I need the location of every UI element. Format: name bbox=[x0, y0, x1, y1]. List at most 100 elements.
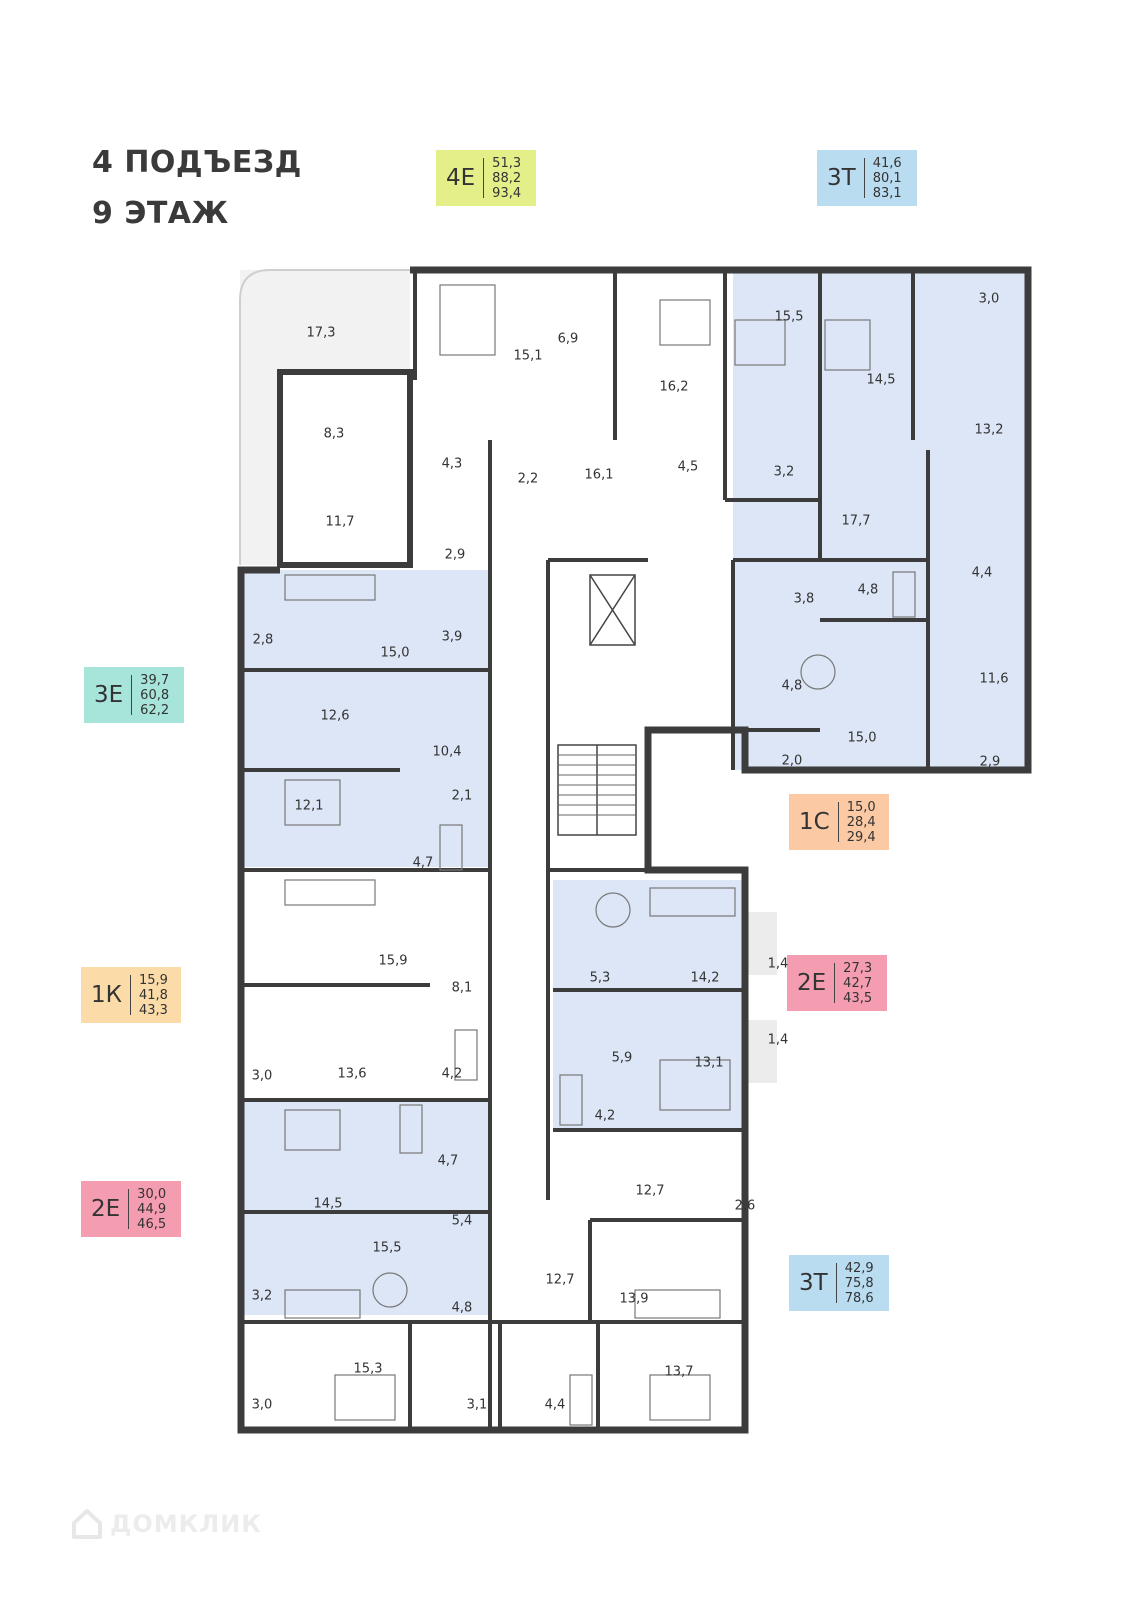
stairwell bbox=[557, 574, 637, 836]
total-area: 80,1 bbox=[872, 170, 902, 186]
living-area: 15,9 bbox=[138, 972, 168, 988]
room-area: 3,8 bbox=[793, 591, 815, 607]
room-area: 1,4 bbox=[767, 1032, 789, 1048]
total-area-with-balcony: 62,2 bbox=[140, 702, 170, 718]
room-area: 13,7 bbox=[664, 1364, 694, 1380]
room-area: 2,2 bbox=[517, 471, 539, 487]
room-area: 3,9 bbox=[441, 629, 463, 645]
room-area: 15,9 bbox=[378, 953, 408, 969]
loggias bbox=[240, 270, 777, 1083]
room-area: 15,3 bbox=[353, 1361, 383, 1377]
room-area: 11,7 bbox=[325, 514, 355, 530]
total-area-with-balcony: 93,4 bbox=[492, 185, 522, 201]
room-area: 13,1 bbox=[694, 1055, 724, 1071]
living-area: 42,9 bbox=[844, 1260, 874, 1276]
room-area: 2,1 bbox=[451, 788, 473, 804]
room-area: 5,4 bbox=[451, 1213, 473, 1229]
total-area-with-balcony: 83,1 bbox=[872, 185, 902, 201]
furniture bbox=[284, 284, 916, 1426]
room-area: 2,9 bbox=[979, 754, 1001, 770]
house-logo-icon bbox=[72, 1509, 102, 1539]
room-area: 4,7 bbox=[412, 855, 434, 871]
total-area: 60,8 bbox=[140, 687, 170, 703]
highlighted-apartments bbox=[241, 270, 1028, 1315]
total-area: 41,8 bbox=[138, 987, 168, 1003]
room-area: 15,5 bbox=[372, 1240, 402, 1256]
room-area: 5,9 bbox=[611, 1050, 633, 1066]
room-area: 15,5 bbox=[774, 309, 804, 325]
total-area-with-balcony: 78,6 bbox=[844, 1290, 874, 1306]
watermark-text: ДОМКЛИК bbox=[110, 1510, 262, 1538]
room-area: 6,9 bbox=[557, 331, 579, 347]
room-area: 14,5 bbox=[866, 372, 896, 388]
room-area: 3,0 bbox=[251, 1397, 273, 1413]
room-area: 3,2 bbox=[773, 464, 795, 480]
room-area: 16,2 bbox=[659, 379, 689, 395]
living-area: 27,3 bbox=[843, 960, 873, 976]
room-area: 4,7 bbox=[437, 1153, 459, 1169]
room-area: 4,2 bbox=[441, 1066, 463, 1082]
room-area: 12,7 bbox=[545, 1272, 575, 1288]
room-area: 13,9 bbox=[619, 1291, 649, 1307]
room-area: 17,3 bbox=[306, 325, 336, 341]
total-area: 28,4 bbox=[846, 814, 876, 830]
room-area: 3,0 bbox=[251, 1068, 273, 1084]
total-area-with-balcony: 29,4 bbox=[846, 829, 876, 845]
total-area: 88,2 bbox=[492, 170, 522, 186]
room-area: 12,6 bbox=[320, 708, 350, 724]
total-area-with-balcony: 46,5 bbox=[137, 1216, 167, 1232]
room-area: 4,2 bbox=[594, 1108, 616, 1124]
living-area: 30,0 bbox=[137, 1186, 167, 1202]
room-area: 13,6 bbox=[337, 1066, 367, 1082]
room-area: 2,8 bbox=[252, 632, 274, 648]
apartment-code: 3Е bbox=[94, 682, 124, 708]
room-area: 14,5 bbox=[313, 1196, 343, 1212]
entrance-label: 4 ПОДЪЕЗД bbox=[92, 145, 302, 180]
apartment-code: 1С bbox=[799, 809, 830, 835]
room-area: 2,0 bbox=[781, 753, 803, 769]
floor-label: 9 ЭТАЖ bbox=[92, 196, 229, 231]
apartment-code: 1К bbox=[91, 982, 122, 1008]
room-area: 2,9 bbox=[444, 547, 466, 563]
stair-steps bbox=[558, 754, 636, 816]
room-area: 8,1 bbox=[451, 980, 473, 996]
room-area: 4,8 bbox=[451, 1300, 473, 1316]
apartment-code: 3Т bbox=[799, 1270, 828, 1296]
room-area: 14,2 bbox=[690, 970, 720, 986]
room-area: 17,7 bbox=[841, 513, 871, 529]
room-area: 1,4 bbox=[767, 956, 789, 972]
room-area: 3,0 bbox=[978, 291, 1000, 307]
room-area: 4,3 bbox=[441, 456, 463, 472]
living-area: 51,3 bbox=[492, 155, 522, 171]
apartment-code: 2Е bbox=[797, 970, 827, 996]
room-area: 4,8 bbox=[857, 582, 879, 598]
room-area: 3,2 bbox=[251, 1288, 273, 1304]
room-area: 11,6 bbox=[979, 671, 1009, 687]
room-area: 4,4 bbox=[971, 565, 993, 581]
apartment-code: 4Е bbox=[446, 165, 476, 191]
room-area: 5,3 bbox=[589, 970, 611, 986]
room-area: 16,1 bbox=[584, 467, 614, 483]
total-area-with-balcony: 43,5 bbox=[843, 990, 873, 1006]
apartment-code: 3Т bbox=[827, 165, 856, 191]
total-area: 42,7 bbox=[843, 975, 873, 991]
interior-walls bbox=[241, 270, 930, 1430]
room-area: 10,4 bbox=[432, 744, 462, 760]
living-area: 41,6 bbox=[872, 155, 902, 171]
room-area: 15,0 bbox=[380, 645, 410, 661]
living-area: 15,0 bbox=[846, 799, 876, 815]
total-area-with-balcony: 43,3 bbox=[138, 1002, 168, 1018]
room-area: 13,2 bbox=[974, 422, 1004, 438]
room-area: 4,8 bbox=[781, 678, 803, 694]
room-area: 12,1 bbox=[294, 798, 324, 814]
room-area: 15,0 bbox=[847, 730, 877, 746]
